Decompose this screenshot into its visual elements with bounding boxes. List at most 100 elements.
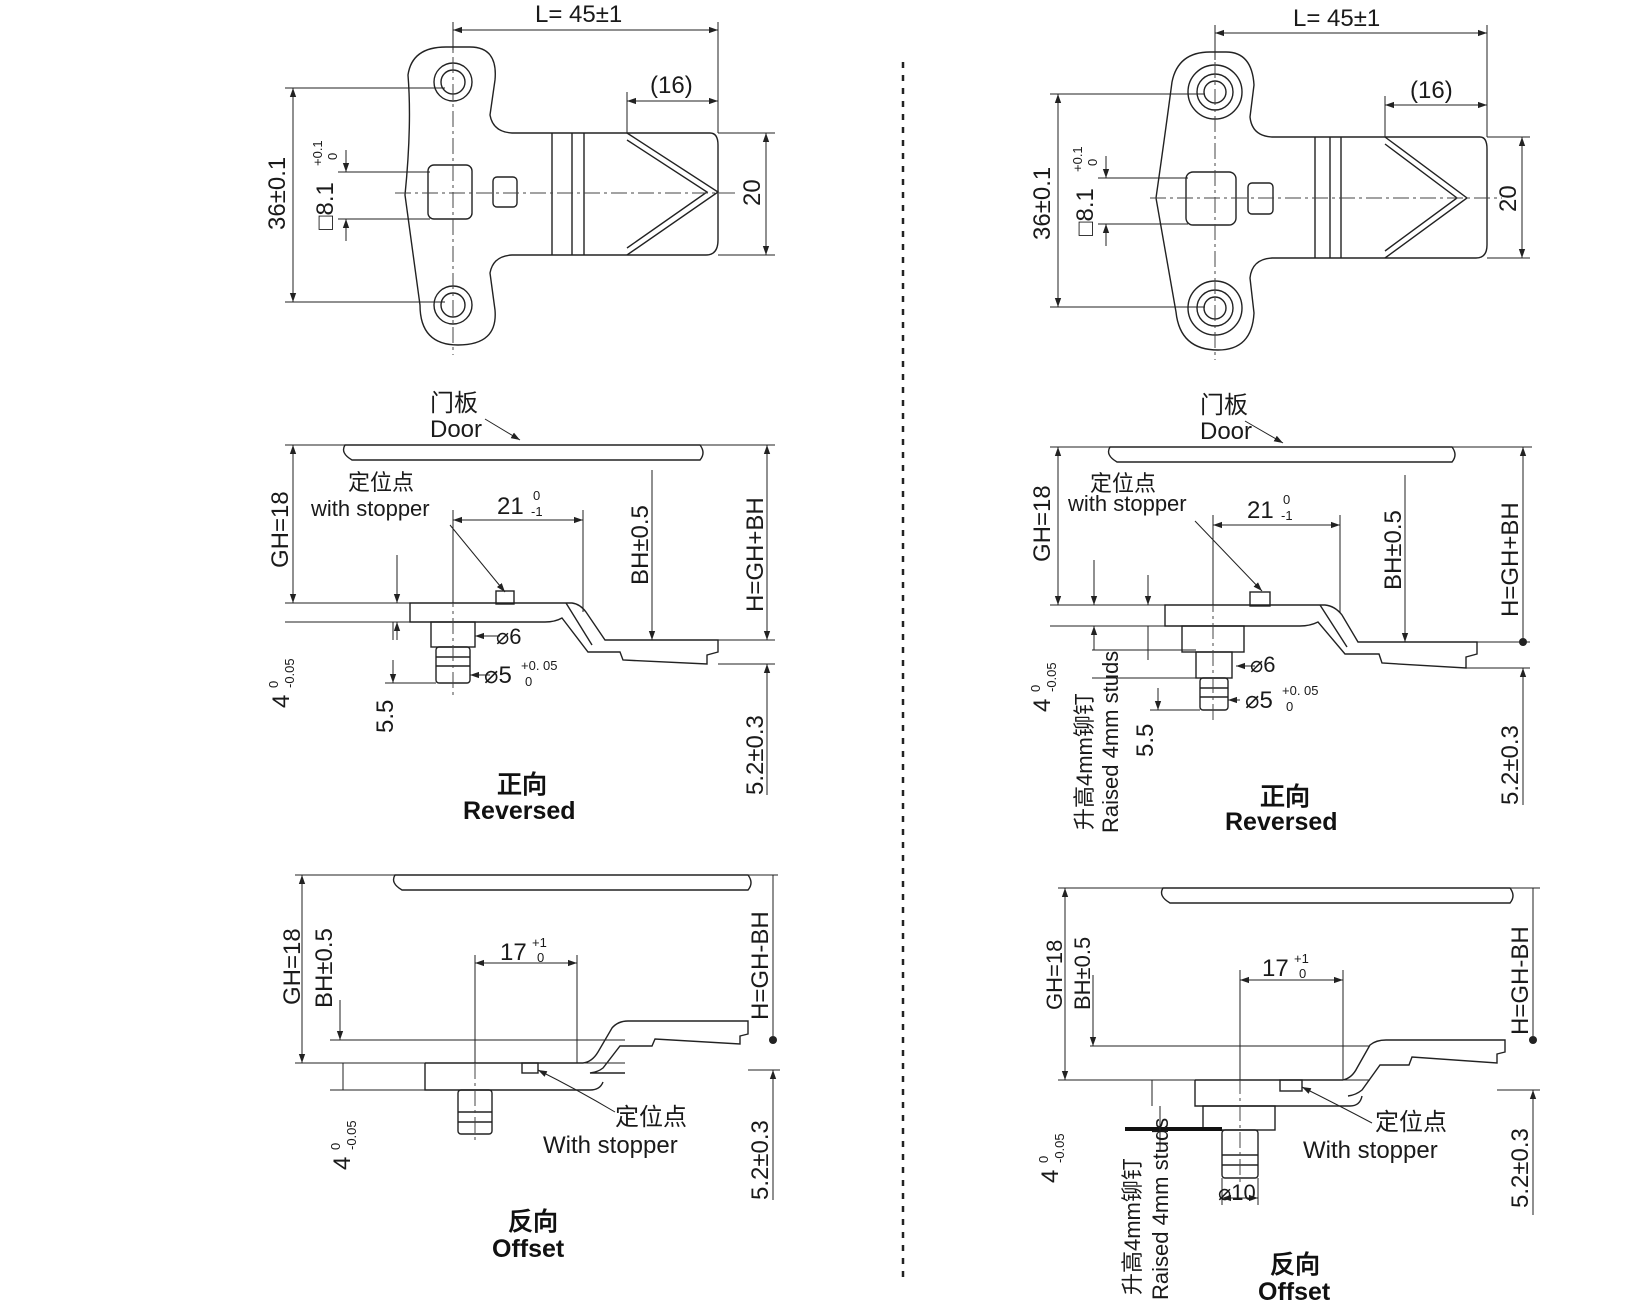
svg-text:0: 0 bbox=[1028, 685, 1043, 692]
right-offset-stopper-en: With stopper bbox=[1303, 1137, 1438, 1164]
right-latch-outline bbox=[1155, 51, 1488, 351]
left-rev-stopper-cn: 定位点 bbox=[348, 470, 414, 495]
svg-text:0: 0 bbox=[266, 681, 281, 688]
right-offset-stud bbox=[1221, 1129, 1259, 1179]
left-door-panel bbox=[342, 444, 704, 461]
right-rev-bh: BH±0.5 bbox=[1380, 510, 1407, 590]
right-offset-stopper bbox=[1279, 1079, 1303, 1092]
svg-text:+0.1: +0.1 bbox=[310, 140, 325, 166]
svg-text:+0. 05: +0. 05 bbox=[521, 658, 558, 673]
left-offset-profile bbox=[425, 1020, 749, 1074]
left-rev-dim55: 5.5 bbox=[372, 700, 399, 733]
right-rev-stud bbox=[1195, 651, 1233, 679]
right-rev-stopper-en: with stopper bbox=[1067, 491, 1187, 516]
right-top-view bbox=[1050, 25, 1530, 360]
right-rev-dim21: 21 bbox=[1247, 497, 1274, 524]
right-length-label: L= 45±1 bbox=[1293, 5, 1380, 32]
left-rev-gh: GH=18 bbox=[267, 491, 294, 568]
right-rev-stopper bbox=[1249, 591, 1271, 607]
left-rev-four: 4 bbox=[268, 695, 295, 708]
left-height-label: 36±0.1 bbox=[264, 157, 291, 230]
right-offset-door bbox=[1160, 887, 1514, 904]
left-rev-h: H=GH+BH bbox=[742, 497, 769, 612]
left-offset-title-cn: 反向 bbox=[508, 1207, 558, 1236]
svg-text:-0.05: -0.05 bbox=[282, 658, 297, 688]
right-latch-profile bbox=[1164, 604, 1478, 669]
right-offset-profile bbox=[1195, 1039, 1506, 1097]
left-rev-stopper bbox=[495, 590, 515, 605]
left-offset-dim17: 17 bbox=[500, 939, 527, 966]
right-door-panel bbox=[1107, 446, 1456, 463]
svg-text:0: 0 bbox=[525, 674, 532, 689]
left-offset-stopper-cn: 定位点 bbox=[615, 1104, 687, 1131]
right-height-label: 36±0.1 bbox=[1029, 167, 1056, 240]
left-length-label: L= 45±1 bbox=[535, 1, 622, 28]
left-rev-title-en: Reversed bbox=[463, 797, 576, 825]
left-top-view bbox=[285, 22, 775, 355]
right-rev-raised-cn: 升高4mm铆钉 bbox=[1072, 693, 1097, 830]
left-reversed-view bbox=[285, 418, 775, 795]
svg-text:-0.05: -0.05 bbox=[344, 1120, 359, 1150]
right-offset-raised-cn: 升高4mm铆钉 bbox=[1120, 1158, 1145, 1295]
right-rev-raised-en: Raised 4mm studs bbox=[1098, 651, 1123, 833]
left-rev-dim52: 5.2±0.3 bbox=[742, 715, 769, 795]
right-offset-dia10: ⌀10 bbox=[1218, 1180, 1256, 1205]
left-offset-stopper bbox=[521, 1062, 539, 1074]
svg-text:+0.1: +0.1 bbox=[1070, 146, 1085, 172]
left-stopper-mark bbox=[492, 176, 518, 208]
right-rev-four: 4 bbox=[1029, 699, 1056, 712]
svg-text:-0.05: -0.05 bbox=[1044, 662, 1059, 692]
right-offset-h: H=GH-BH bbox=[1507, 926, 1534, 1035]
left-offset-h: H=GH-BH bbox=[747, 911, 774, 1020]
right-rev-dim55: 5.5 bbox=[1132, 724, 1159, 757]
right-offset-stopper-cn: 定位点 bbox=[1375, 1109, 1447, 1136]
left-offset-four: 4 bbox=[329, 1157, 356, 1170]
left-width-label: 20 bbox=[739, 179, 766, 206]
svg-text:0: 0 bbox=[328, 1143, 343, 1150]
left-rev-dia5: ⌀5 bbox=[484, 662, 512, 689]
svg-text:0: 0 bbox=[1085, 159, 1100, 166]
left-rev-dia6: ⌀6 bbox=[496, 624, 521, 649]
svg-text:0: 0 bbox=[325, 153, 340, 160]
svg-text:-0.05: -0.05 bbox=[1052, 1133, 1067, 1163]
left-slot-label: (16) bbox=[650, 72, 693, 99]
right-rev-title-en: Reversed bbox=[1225, 808, 1338, 836]
svg-text:0: 0 bbox=[1286, 699, 1293, 714]
right-rev-dia6: ⌀6 bbox=[1250, 652, 1275, 677]
left-latch-profile bbox=[409, 602, 719, 665]
left-square-label: □8.1 bbox=[312, 182, 339, 230]
left-offset-dim52: 5.2±0.3 bbox=[747, 1120, 774, 1200]
svg-text:0: 0 bbox=[1036, 1156, 1051, 1163]
right-width-label: 20 bbox=[1495, 185, 1522, 212]
left-offset-gh: GH=18 bbox=[279, 928, 306, 1005]
right-offset-bh: BH±0.5 bbox=[1070, 937, 1095, 1010]
left-square-hole bbox=[427, 164, 473, 220]
right-rev-title-cn: 正向 bbox=[1260, 782, 1310, 811]
svg-text:0: 0 bbox=[1283, 492, 1290, 507]
left-offset-bh: BH±0.5 bbox=[311, 928, 338, 1008]
right-rev-stopper-cn: 定位点 bbox=[1090, 471, 1156, 496]
right-reversed-view bbox=[1050, 420, 1532, 805]
left-offset-door bbox=[392, 874, 752, 891]
svg-text:0: 0 bbox=[533, 488, 540, 503]
right-offset-dim17: 17 bbox=[1262, 955, 1289, 982]
right-rev-door-cn: 门板 bbox=[1200, 392, 1248, 419]
right-offset-four: 4 bbox=[1037, 1170, 1064, 1183]
left-latch-outline bbox=[404, 46, 719, 346]
right-offset-gh: GH=18 bbox=[1042, 940, 1067, 1010]
svg-text:-1: -1 bbox=[1281, 508, 1293, 523]
right-offset-title-en: Offset bbox=[1258, 1278, 1331, 1306]
svg-text:+1: +1 bbox=[532, 935, 547, 950]
right-rev-stud-tip bbox=[1199, 677, 1229, 711]
right-rev-dia5: ⌀5 bbox=[1245, 687, 1273, 714]
right-rev-dim52: 5.2±0.3 bbox=[1497, 725, 1524, 805]
right-offset-view bbox=[1058, 887, 1540, 1215]
svg-text:+1: +1 bbox=[1294, 951, 1309, 966]
right-rev-door-en: Door bbox=[1200, 418, 1252, 445]
svg-text:+0. 05: +0. 05 bbox=[1282, 683, 1319, 698]
svg-text:0: 0 bbox=[1299, 966, 1306, 981]
left-rev-title-cn: 正向 bbox=[497, 770, 547, 799]
right-square-label: □8.1 bbox=[1072, 188, 1099, 236]
left-rev-door-en: Door bbox=[430, 416, 482, 443]
